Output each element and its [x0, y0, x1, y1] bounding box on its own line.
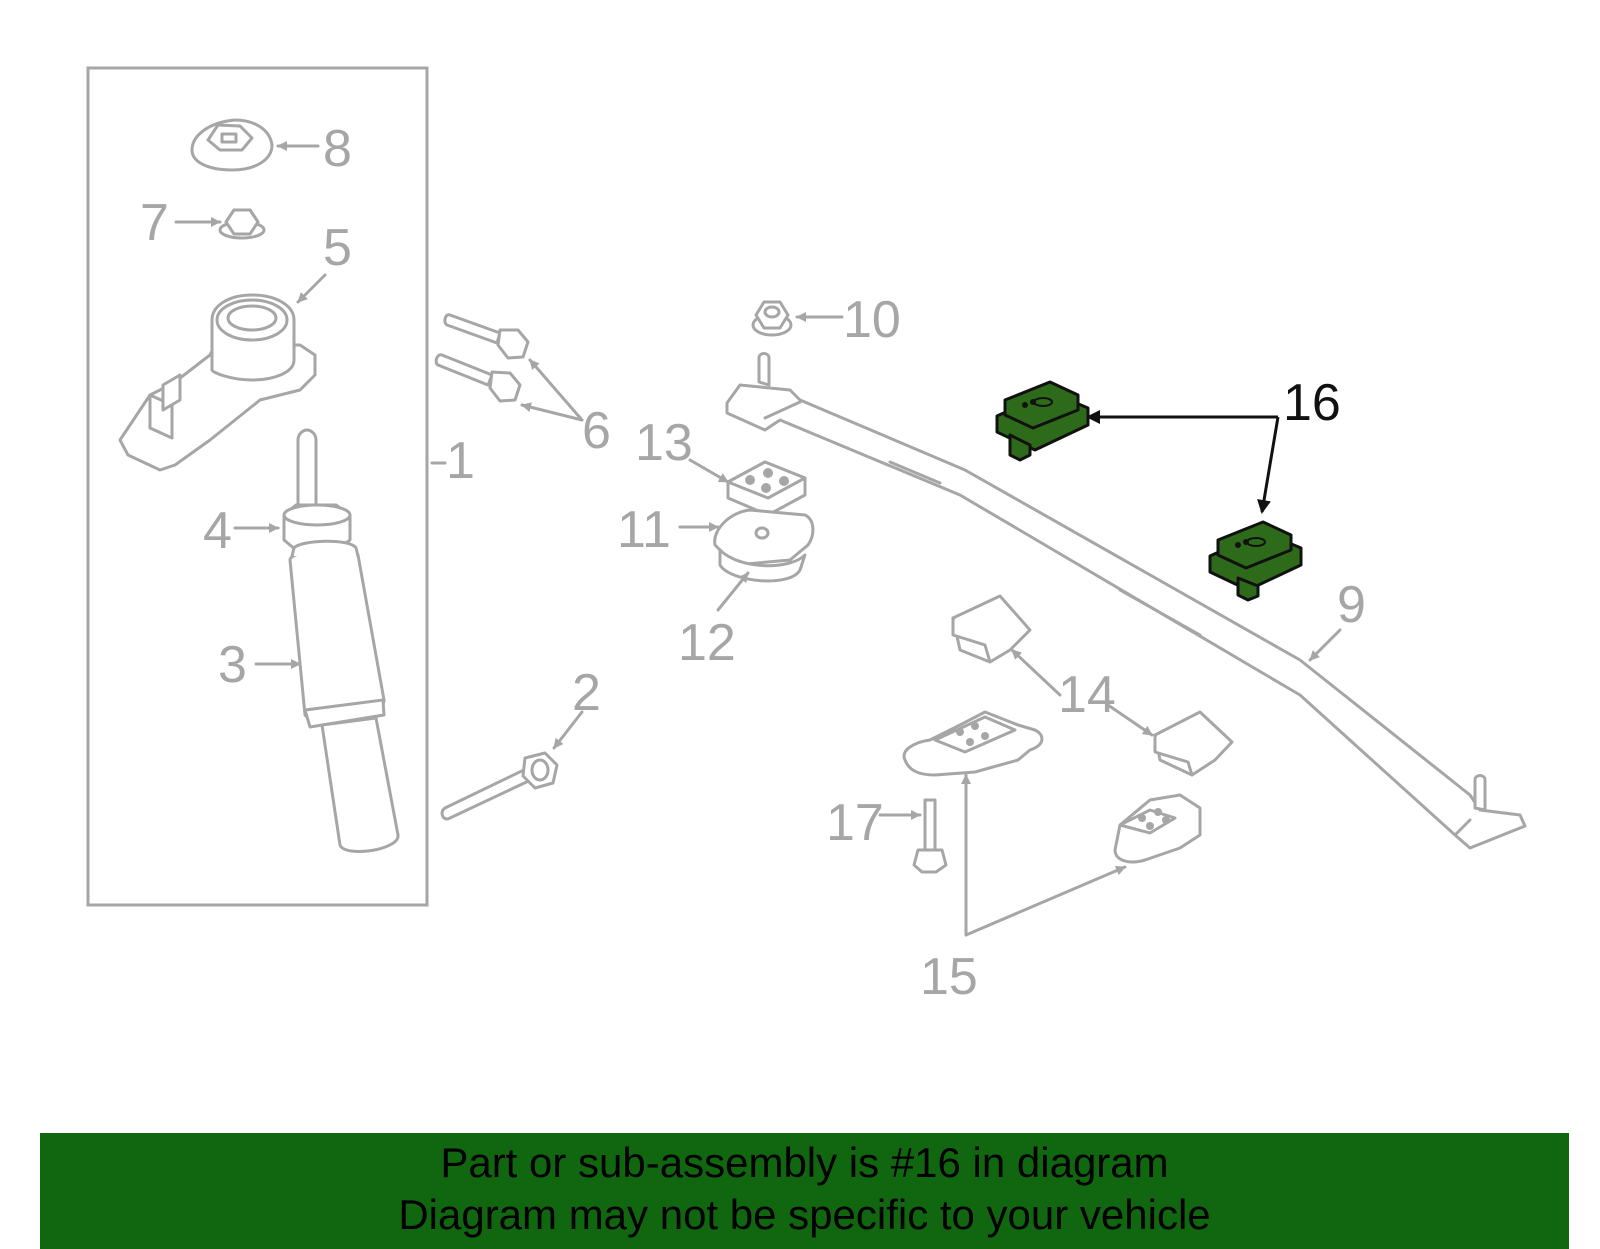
part-11-bumper[interactable] [713, 508, 815, 567]
callout-8: 8 [323, 120, 352, 178]
callout-12: 12 [678, 614, 736, 672]
callout-13: 13 [635, 414, 693, 472]
part-16-isolator-upper[interactable] [995, 380, 1090, 462]
part-5-mount-bracket[interactable] [118, 293, 317, 472]
leader-lines [174, 141, 1342, 937]
part-2-bolt[interactable] [440, 751, 559, 821]
banner-line-2: Diagram may not be specific to your vehi… [398, 1191, 1211, 1238]
callout-16: 16 [1283, 374, 1341, 432]
part-14-brackets[interactable] [951, 594, 1234, 777]
part-16-isolator-lower[interactable] [1208, 520, 1303, 602]
part-13-insulator[interactable] [726, 460, 807, 517]
banner-line-1: Part or sub-assembly is #16 in diagram [440, 1139, 1169, 1186]
part-3-shock-absorber[interactable] [288, 539, 400, 853]
callout-1: 1 [446, 432, 475, 490]
part-9-leaf-spring[interactable] [725, 352, 1527, 850]
callout-14: 14 [1058, 666, 1116, 724]
callout-5: 5 [323, 219, 352, 277]
callout-3: 3 [218, 636, 247, 694]
callout-2: 2 [572, 664, 601, 722]
callout-6: 6 [582, 402, 611, 460]
part-17-bolt[interactable] [912, 798, 948, 874]
strut-assembly-box [86, 66, 429, 907]
part-10-nut[interactable] [751, 300, 793, 337]
callout-17: 17 [826, 794, 884, 852]
callout-4: 4 [203, 502, 232, 560]
part-4-spring-seat[interactable] [282, 428, 352, 552]
part-15-plates[interactable] [902, 710, 1202, 864]
part-6-bolts[interactable] [434, 313, 530, 403]
callout-9: 9 [1337, 576, 1366, 634]
callout-7: 7 [140, 194, 169, 252]
part-7-nut[interactable] [218, 208, 266, 240]
callout-11: 11 [617, 501, 671, 559]
callout-15: 15 [920, 948, 978, 1006]
callout-10: 10 [843, 291, 901, 349]
info-banner: Part or sub-assembly is #16 in diagram D… [40, 1133, 1569, 1249]
part-8-upper-mount[interactable] [190, 118, 274, 172]
